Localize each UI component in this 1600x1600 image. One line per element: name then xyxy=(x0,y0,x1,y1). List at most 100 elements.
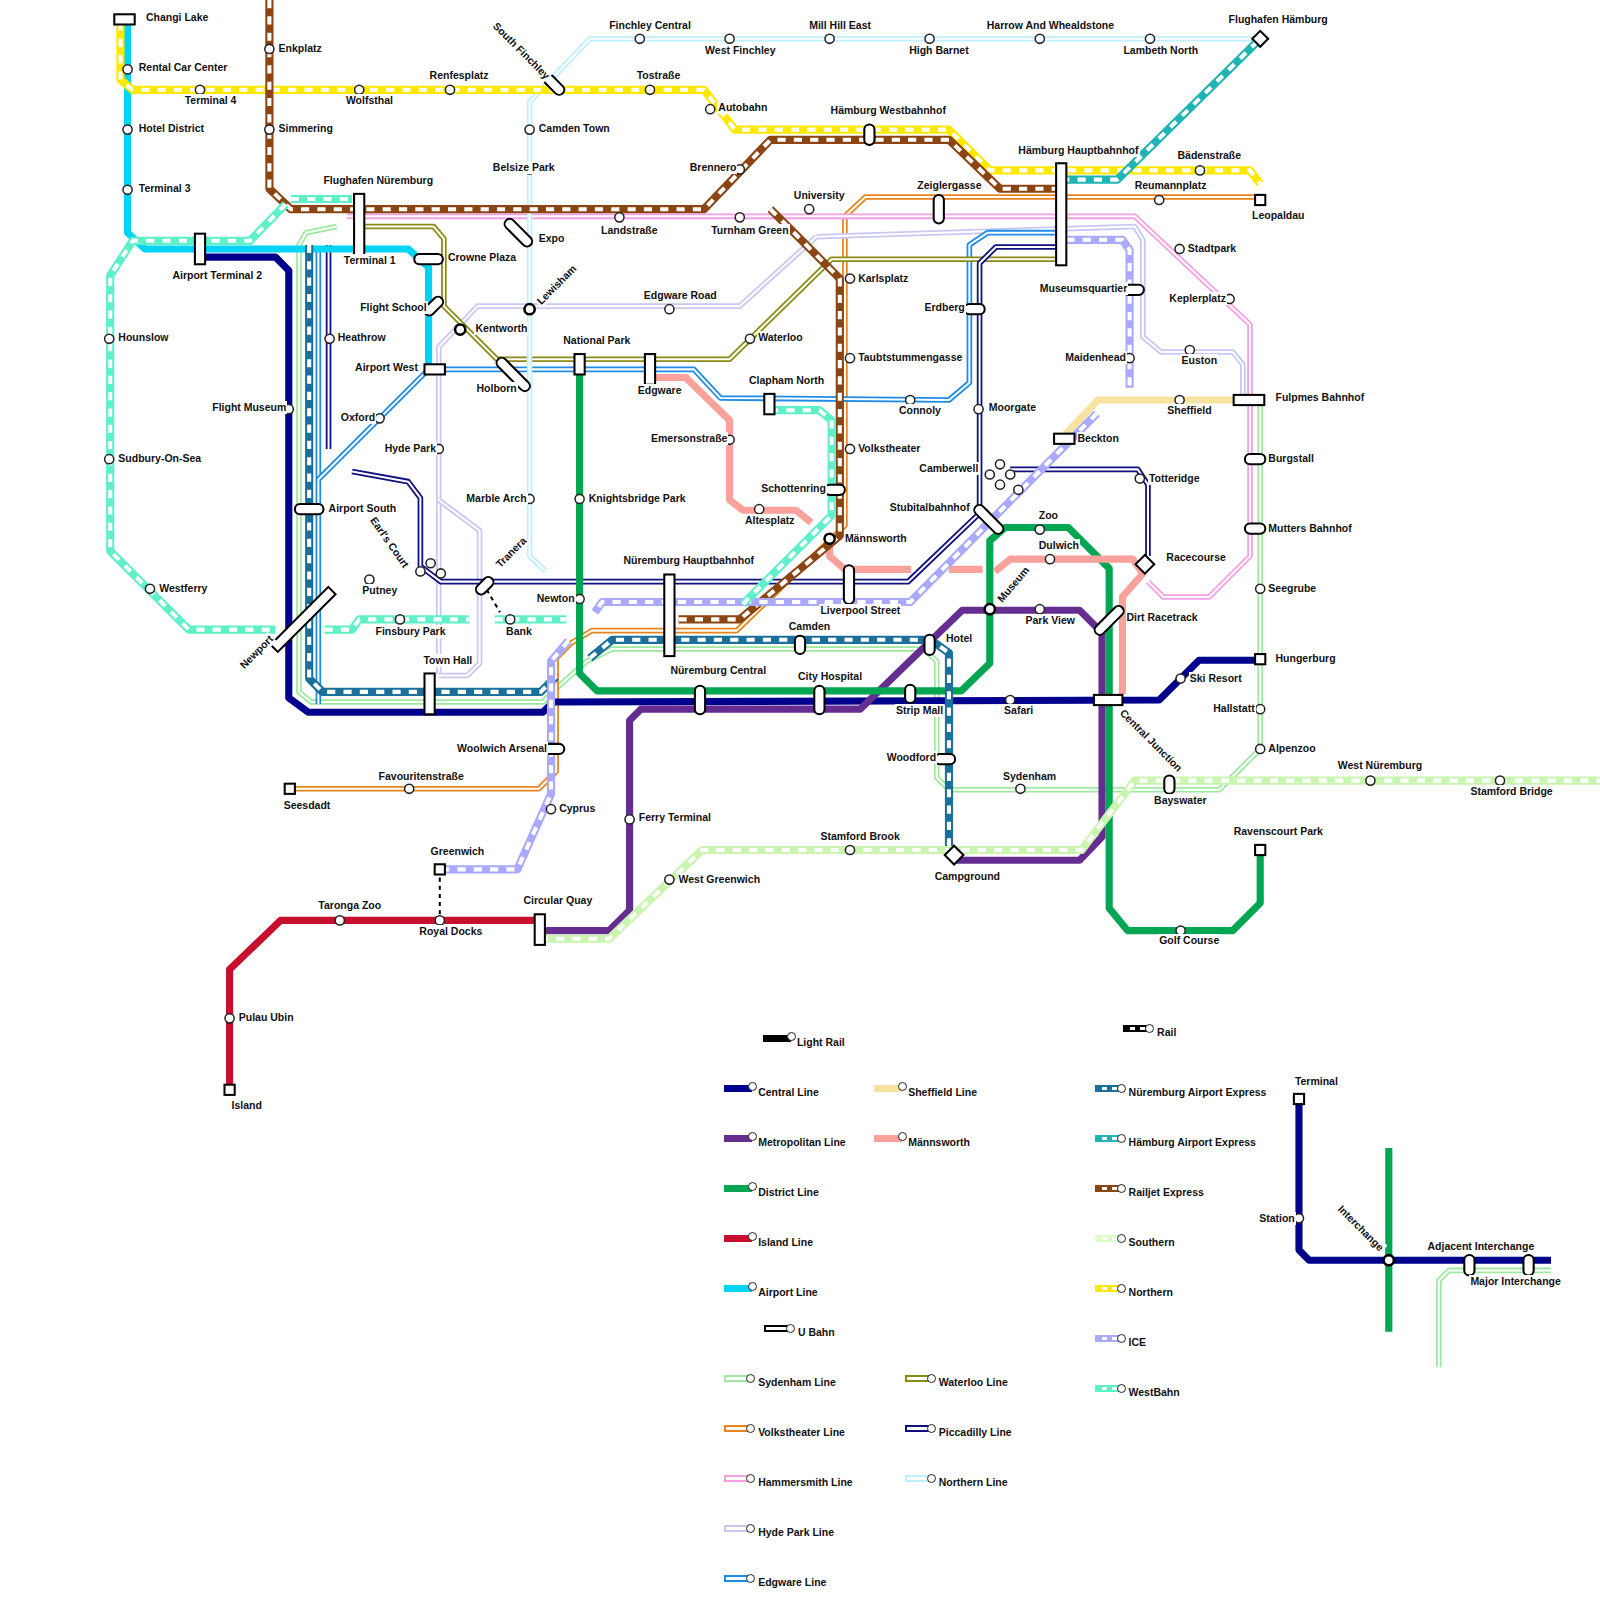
station-label: Terminal xyxy=(1294,1075,1339,1088)
route-line xyxy=(352,247,1061,582)
station-dot xyxy=(325,334,334,343)
station-label: Greenwich xyxy=(430,845,486,858)
interchange-box xyxy=(114,14,134,24)
station-dot xyxy=(925,34,934,43)
station-label: Woolwich Arsenal xyxy=(456,742,548,755)
station-label: Hotel District xyxy=(138,122,205,135)
station-label: Oxford xyxy=(340,411,376,424)
interchange-box xyxy=(1093,604,1126,637)
station-label: Mutters Bahnhof xyxy=(1267,522,1352,535)
legend-swatch xyxy=(724,1185,752,1192)
route-line xyxy=(439,500,480,676)
legend-swatch xyxy=(905,1375,933,1382)
station-label: Strip Mall xyxy=(895,704,944,717)
station-dot xyxy=(405,784,414,793)
station-label: Euston xyxy=(1181,354,1219,367)
interchange-box xyxy=(285,784,295,794)
station-label: Seegrube xyxy=(1267,582,1317,595)
legend-item: Rail xyxy=(1156,1022,1177,1040)
legend-text: Northern xyxy=(1128,1286,1174,1298)
legend-text: Edgware Line xyxy=(757,1576,827,1588)
legend-dot xyxy=(787,1032,796,1041)
station-label: Terminal 3 xyxy=(138,182,192,195)
legend-item: Northern Line xyxy=(938,1472,1009,1490)
station-label: Rental Car Center xyxy=(138,61,229,74)
station-label: Edgware xyxy=(637,384,683,397)
route-line xyxy=(590,640,949,855)
legend-dot xyxy=(1117,1384,1126,1393)
station-label: City Hospital xyxy=(797,670,863,683)
station-dot xyxy=(1035,34,1044,43)
station-dot xyxy=(355,85,364,94)
station-label: Wolfsthal xyxy=(345,94,394,107)
station-dot xyxy=(525,125,534,134)
interchange-box xyxy=(1523,1255,1533,1275)
legend-text: Sydenham Line xyxy=(757,1376,837,1388)
route-line xyxy=(291,197,352,201)
station-label: Stubitalbahnhof xyxy=(889,501,971,514)
legend-text: U Bahn xyxy=(797,1326,836,1338)
interchange-box xyxy=(1255,845,1265,855)
interchange-box xyxy=(1255,654,1265,664)
station-label: Seesdadt xyxy=(283,799,332,812)
legend-text: Waterloo Line xyxy=(938,1376,1009,1388)
station-dot xyxy=(1294,1214,1303,1223)
legend-text: Männsworth xyxy=(907,1136,971,1148)
legend-swatch xyxy=(1123,1025,1151,1032)
route-line xyxy=(440,641,569,870)
route-line xyxy=(743,410,832,604)
route-line xyxy=(269,0,1061,209)
station-label: Sudbury-On-Sea xyxy=(117,452,202,465)
route-line xyxy=(230,920,540,1089)
station-dot xyxy=(985,470,994,479)
station-label: West Finchley xyxy=(704,44,776,57)
station-label: Flughafen Hämburg xyxy=(1228,13,1329,26)
station-label: Ferry Terminal xyxy=(638,811,712,824)
station-label: Hämburg Westbahnhof xyxy=(830,104,947,117)
station-dot xyxy=(265,125,274,134)
station-label: Hotel xyxy=(945,632,973,645)
station-label: Bank xyxy=(505,625,533,638)
station-label: Karlsplatz xyxy=(857,272,909,285)
station-dot xyxy=(665,305,674,314)
legend-item: Sydenham Line xyxy=(757,1372,837,1390)
interchange-box xyxy=(864,124,874,144)
legend-dot xyxy=(927,1374,936,1383)
station-label: Dirt Racetrack xyxy=(1126,611,1199,624)
station-label: High Barnet xyxy=(908,44,970,57)
station-label: Flughafen Nüremburg xyxy=(322,174,434,187)
route-line xyxy=(1061,39,1260,180)
legend-dot xyxy=(748,1132,757,1141)
station-dot xyxy=(645,85,654,94)
legend-text: Light Rail xyxy=(796,1036,846,1048)
station-label: Sydenham xyxy=(1002,770,1057,783)
route-line xyxy=(269,0,1061,209)
interchange-box xyxy=(574,354,584,374)
legend-swatch xyxy=(1095,1135,1123,1142)
interchange-box xyxy=(474,575,496,597)
station-label: Renfesplatz xyxy=(429,69,490,82)
legend-text: Hammersmith Line xyxy=(757,1476,854,1488)
legend-item: Volkstheater Line xyxy=(757,1422,846,1440)
interchange-dot xyxy=(824,534,834,544)
station-label: Maidenhead xyxy=(1064,351,1127,364)
route-line xyxy=(326,245,332,449)
legend-swatch xyxy=(724,1575,752,1582)
station-label: Museumsquartier xyxy=(1039,282,1129,295)
route-line xyxy=(590,640,949,855)
station-label: Männsworth xyxy=(844,532,908,545)
route-line xyxy=(540,610,1102,930)
station-label: Royal Docks xyxy=(418,925,483,938)
legend-dot xyxy=(748,1232,757,1241)
station-dot xyxy=(1256,744,1265,753)
station-dot xyxy=(123,65,132,74)
route-line xyxy=(530,39,1261,347)
station-dot xyxy=(1195,166,1204,175)
station-label: West Greenwich xyxy=(678,873,762,886)
interchange-box xyxy=(1094,695,1123,705)
route-line xyxy=(309,245,556,692)
legend-dot xyxy=(927,1474,936,1483)
legend-text: Hämburg Airport Express xyxy=(1128,1136,1257,1148)
